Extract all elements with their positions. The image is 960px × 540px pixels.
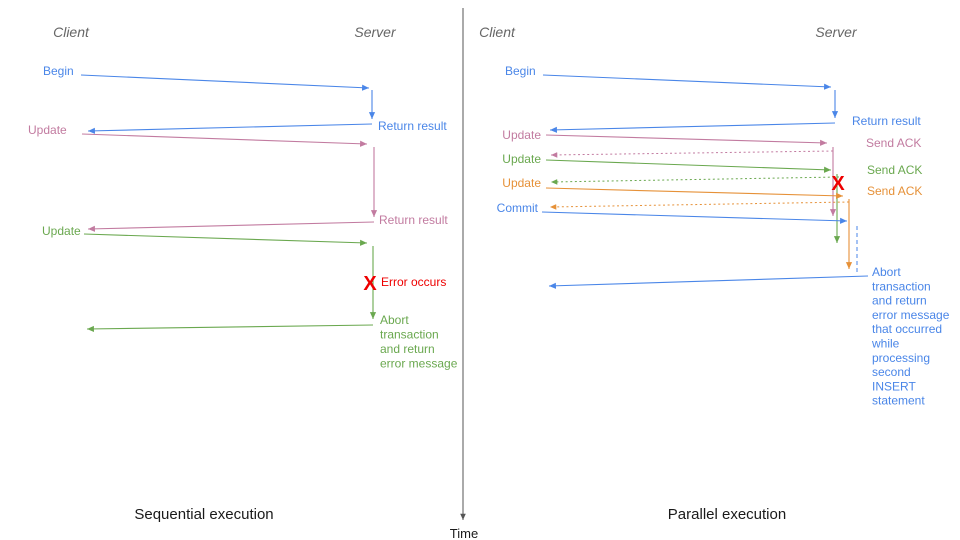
- return-result-1-label: Return result: [378, 119, 447, 133]
- update-2-request-arrow: [83, 233, 368, 246]
- return-result-2-label: Return result: [379, 213, 448, 227]
- update-2-label: Update: [502, 152, 541, 166]
- error-x-icon: X: [831, 173, 845, 195]
- time-axis: Time: [450, 8, 478, 540]
- return-result-arrow: [549, 122, 836, 133]
- begin-request-arrow: [80, 74, 370, 91]
- parallel-execution-title: Parallel execution: [668, 506, 786, 523]
- update-2-request-arrow: [545, 159, 832, 173]
- return-result-1-arrow: [87, 123, 373, 134]
- error-occurs-label: Error occurs: [381, 275, 446, 289]
- server-lifeline-header: Server: [815, 24, 858, 40]
- send-ack-2-arrow: [550, 176, 840, 185]
- parallel-panel: Client Server Begin Return result Update…: [479, 24, 953, 523]
- update-1-request-arrow: [545, 134, 828, 146]
- update-3-request-arrow: [545, 187, 844, 199]
- begin-label: Begin: [505, 64, 536, 78]
- return-result-label: Return result: [852, 114, 921, 128]
- begin-request-arrow: [542, 74, 832, 90]
- update-1-label: Update: [28, 123, 67, 137]
- commit-label: Commit: [497, 201, 539, 215]
- update-1-label: Update: [502, 128, 541, 142]
- update-1-request-arrow: [81, 133, 368, 147]
- return-result-2-arrow: [87, 221, 375, 232]
- time-axis-label: Time: [450, 526, 478, 540]
- abort-message-text: Abort transaction and return error messa…: [380, 313, 458, 371]
- sequential-execution-title: Sequential execution: [134, 506, 273, 523]
- abort-return-arrow: [548, 275, 869, 289]
- abort-message-text: Abort transaction and return error messa…: [871, 265, 953, 408]
- update-3-label: Update: [502, 176, 541, 190]
- send-ack-1-arrow: [550, 150, 834, 158]
- send-ack-3-label: Send ACK: [867, 184, 922, 198]
- commit-request-arrow: [541, 211, 848, 224]
- send-ack-1-label: Send ACK: [866, 136, 921, 150]
- sequential-panel: Client Server Begin Return result Update…: [28, 24, 458, 523]
- begin-label: Begin: [43, 64, 74, 78]
- server-lifeline-header: Server: [354, 24, 397, 40]
- client-lifeline-header: Client: [53, 24, 90, 40]
- send-ack-2-label: Send ACK: [867, 163, 922, 177]
- client-lifeline-header: Client: [479, 24, 516, 40]
- send-ack-3-arrow: [549, 201, 850, 210]
- update-2-label: Update: [42, 224, 81, 238]
- abort-return-arrow: [86, 324, 374, 332]
- error-x-icon: X: [363, 273, 377, 295]
